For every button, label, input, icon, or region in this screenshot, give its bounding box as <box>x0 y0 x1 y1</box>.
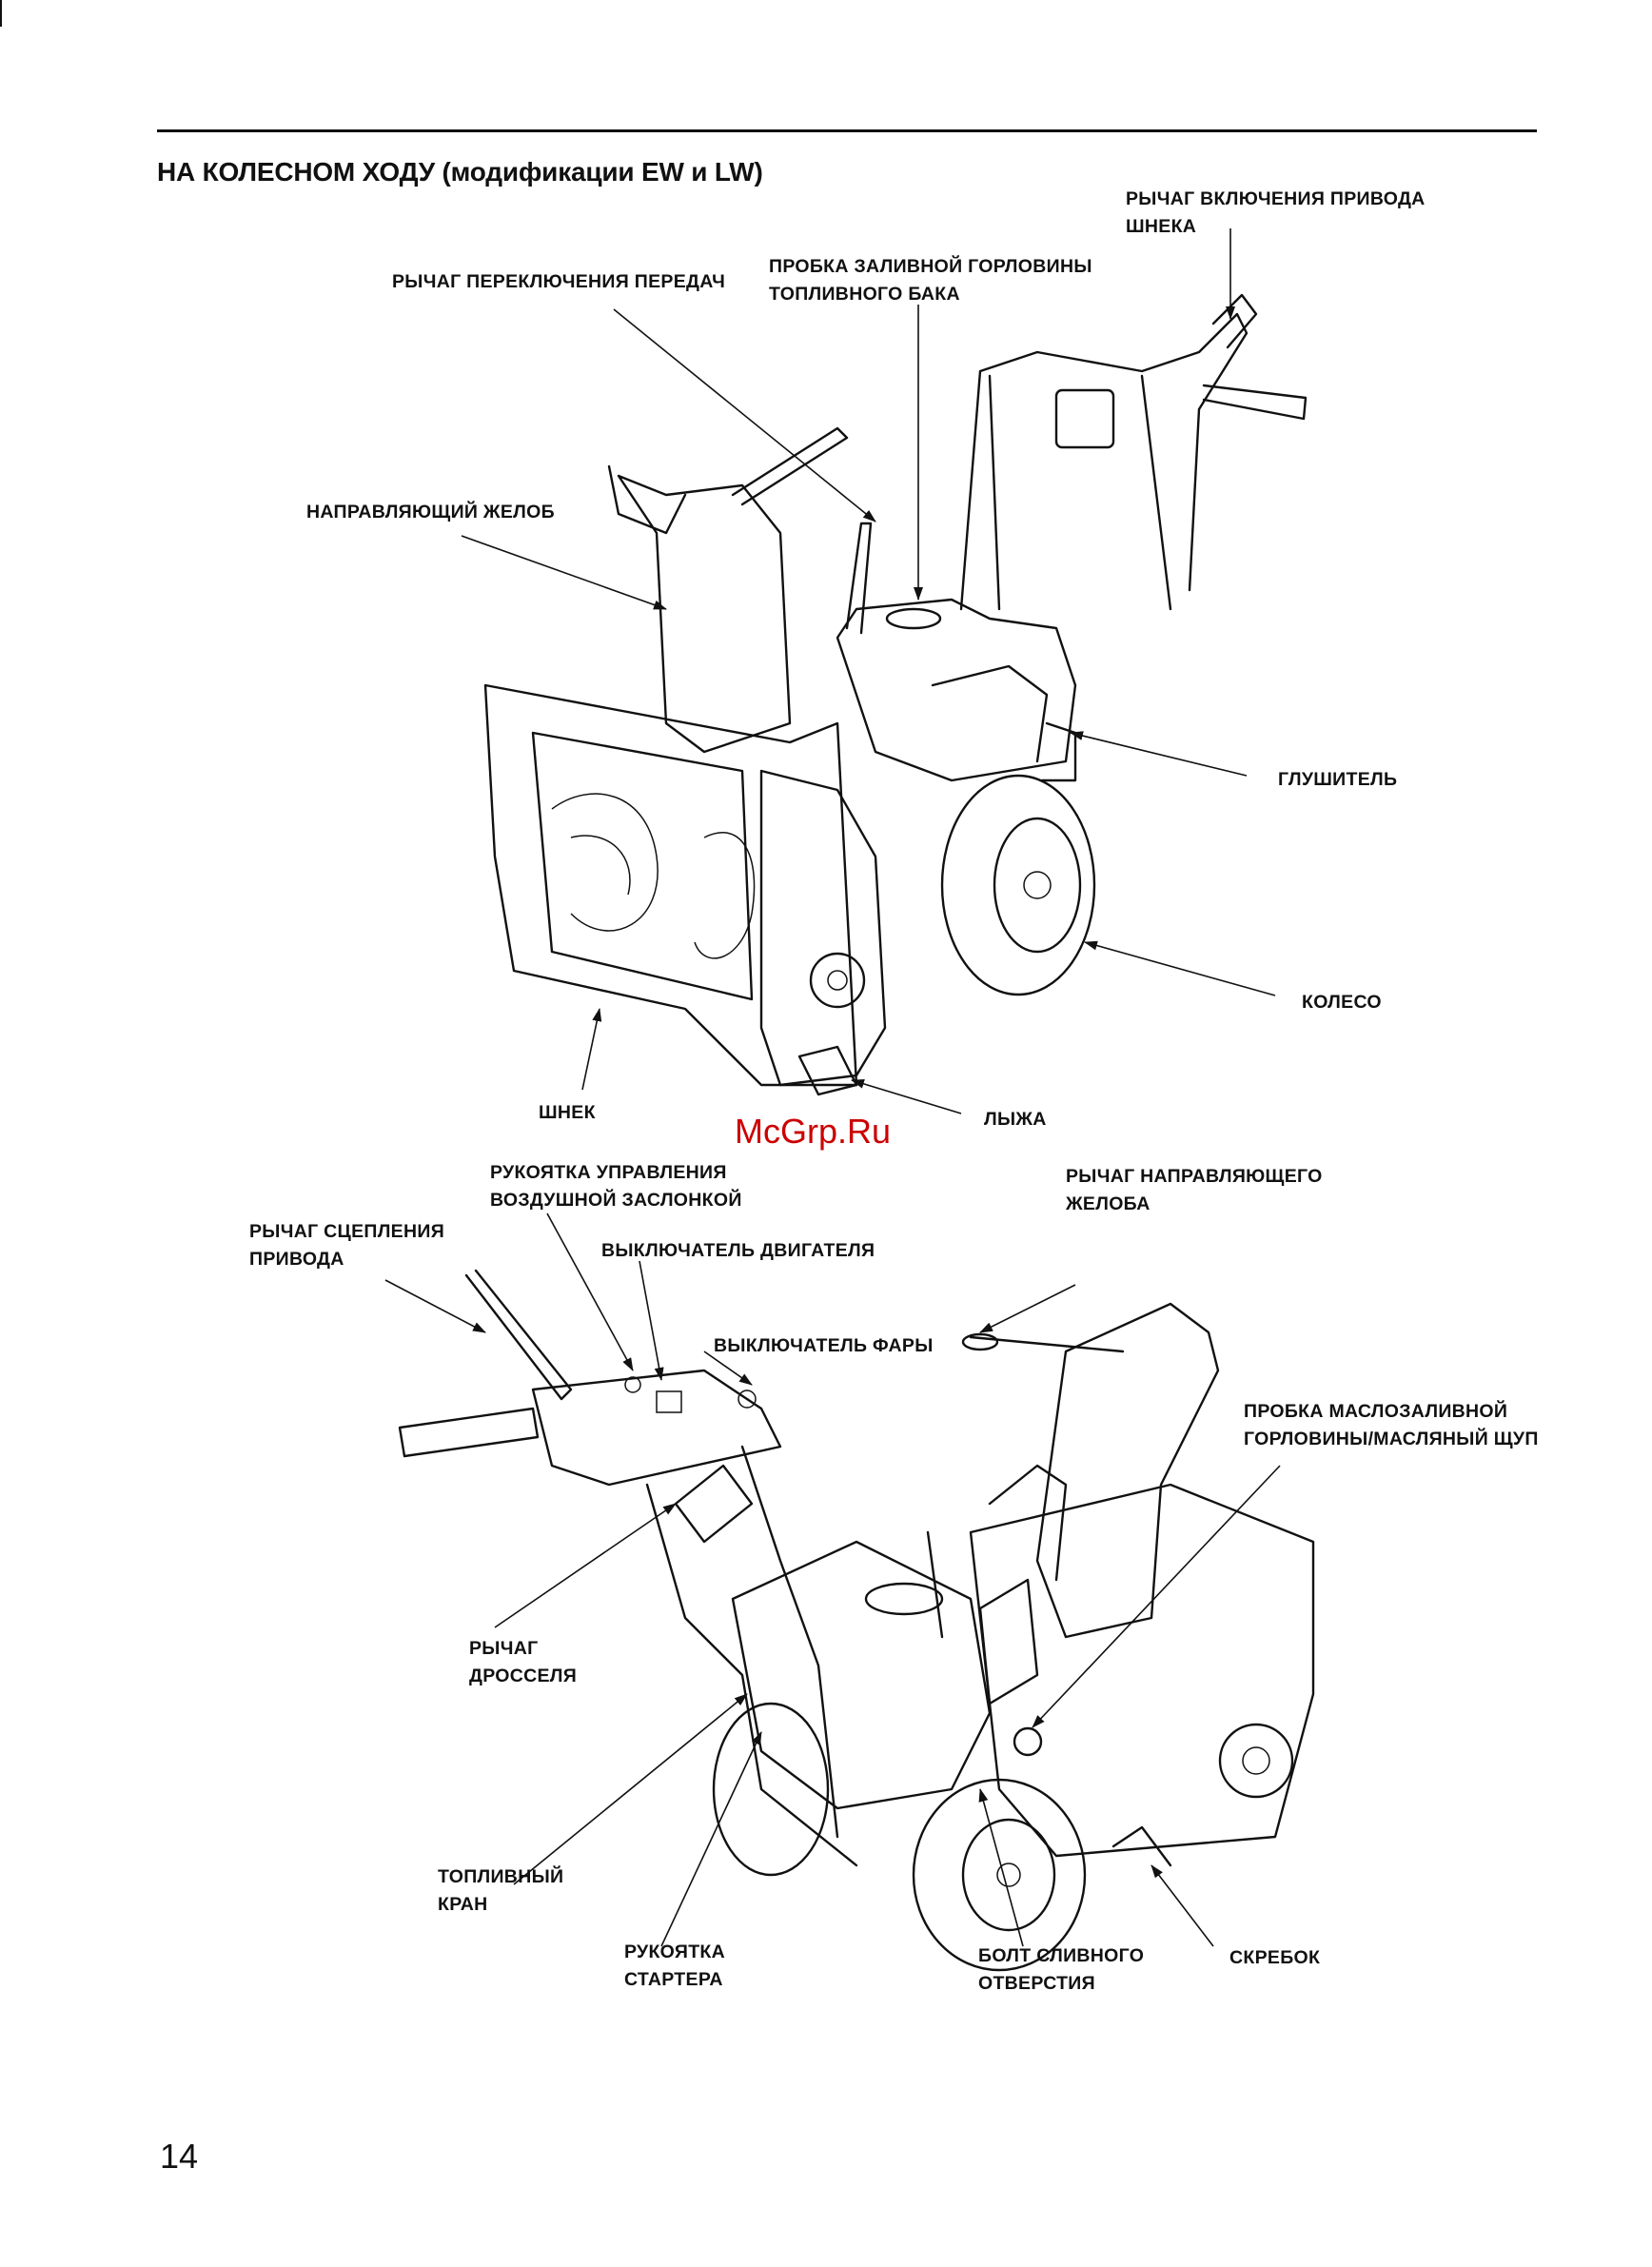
header-rule <box>157 129 1537 132</box>
label-starter-grip: РУКОЯТКА СТАРТЕРА <box>624 1942 726 1990</box>
label-drain-bolt: БОЛТ СЛИВНОГО ОТВЕРСТИЯ <box>978 1945 1145 1994</box>
label-wheel: КОЛЕСО <box>1302 992 1382 1013</box>
top-auger-spiral-left <box>551 793 659 932</box>
label-oil-cap: ПРОБКА МАСЛОЗАЛИВНОЙ ГОРЛОВИНЫ/МАСЛЯНЫЙ … <box>1244 1401 1539 1449</box>
bottom-chute-shape <box>1035 1302 1220 1639</box>
top-auger-spiral-right <box>694 832 756 959</box>
bottom-drive-lever <box>464 1269 573 1401</box>
bottom-auger-housing <box>969 1483 1315 1858</box>
label-muffler: ГЛУШИТЕЛЬ <box>1278 769 1398 790</box>
top-right-grip <box>1202 384 1308 421</box>
top-shift-lever <box>845 522 873 635</box>
label-auger: ШНЕК <box>539 1102 596 1123</box>
top-auger-lever <box>1211 293 1258 349</box>
bottom-snowblower-drawing <box>384 1212 1315 1972</box>
label-shift-lever: РЫЧАГ ПЕРЕКЛЮЧЕНИЯ ПЕРЕДАЧ <box>392 271 726 292</box>
page-number: 14 <box>160 2137 199 2176</box>
top-engine <box>836 598 1077 782</box>
top-auger-housing <box>483 683 858 1087</box>
label-throttle-lever: РЫЧАГ ДРОССЕЛЯ <box>469 1638 578 1686</box>
label-choke-knob: РУКОЯТКА УПРАВЛЕНИЯ ВОЗДУШНОЙ ЗАСЛОНКОЙ <box>490 1162 742 1211</box>
top-handle-frame <box>959 312 1249 611</box>
page-corner-mark <box>0 0 2 27</box>
bottom-scraper-shape <box>1111 1825 1172 1867</box>
bottom-right-wheel <box>912 1778 1087 1972</box>
label-skid: ЛЫЖА <box>984 1109 1047 1130</box>
label-chute: НАПРАВЛЯЮЩИЙ ЖЕЛОБ <box>306 502 555 522</box>
top-side-plate <box>759 769 887 1087</box>
top-fuel-cap-shape <box>885 607 942 630</box>
watermark: McGrp.Ru <box>735 1112 892 1151</box>
top-snowblower-drawing <box>461 228 1308 1114</box>
label-auger-clutch-lever: РЫЧАГ ВКЛЮЧЕНИЯ ПРИВОДА ШНЕКА <box>1126 188 1426 237</box>
bottom-chute-lever-rod <box>969 1335 1125 1353</box>
bottom-engine <box>731 1540 992 1810</box>
label-fuel-valve: ТОПЛИВНЫЙ КРАН <box>438 1866 564 1915</box>
label-engine-switch: ВЫКЛЮЧАТЕЛЬ ДВИГАТЕЛЯ <box>601 1240 875 1261</box>
label-headlight-switch: ВЫКЛЮЧАТЕЛЬ ФАРЫ <box>714 1335 934 1356</box>
top-muffler-shape <box>1040 721 1077 782</box>
section-title: НА КОЛЕСНОМ ХОДУ (модификации EW и LW) <box>157 157 763 187</box>
bottom-left-wheel <box>712 1702 830 1877</box>
bottom-throttle-shape <box>674 1464 754 1544</box>
label-chute-lever: РЫЧАГ НАПРАВЛЯЮЩЕГО ЖЕЛОБА <box>1066 1166 1323 1214</box>
top-chute-shape <box>617 474 792 754</box>
bottom-oil-cap-shape <box>1013 1726 1043 1757</box>
label-scraper: СКРЕБОК <box>1229 1947 1321 1968</box>
bottom-left-grip <box>398 1407 540 1458</box>
bottom-control-panel <box>531 1369 782 1487</box>
label-fuel-cap: ПРОБКА ЗАЛИВНОЙ ГОРЛОВИНЫ ТОПЛИВНОГО БАК… <box>769 256 1092 305</box>
top-control-panel <box>1054 388 1115 449</box>
top-wheel-shape <box>940 774 1096 996</box>
label-drive-clutch-lever: РЫЧАГ СЦЕПЛЕНИЯ ПРИВОДА <box>249 1221 445 1270</box>
top-skid-shape <box>797 1045 858 1096</box>
